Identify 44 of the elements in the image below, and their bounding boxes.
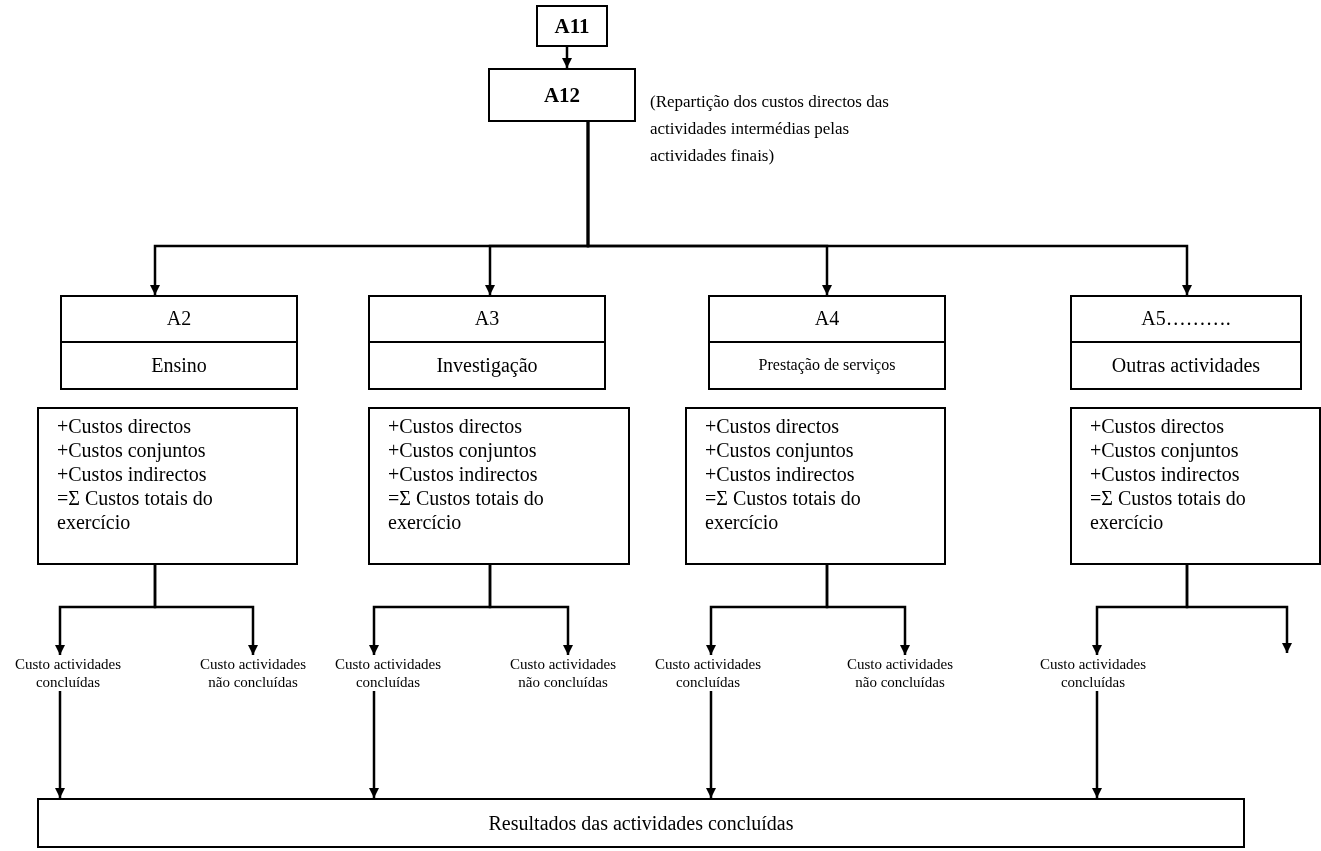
cost-label: Custo actividades não concluídas: [845, 655, 955, 691]
note-text: (Repartição dos custos directos das actividades intermédias pelas actividades finais): [650, 91, 890, 167]
cost-list: +Custos directos +Custos conjuntos +Custos indirectos =Σ Custos totais do exercício: [1072, 409, 1264, 534]
arrow: [153, 565, 258, 655]
activity-box: [708, 295, 946, 390]
node-heading: A5……….: [1072, 297, 1300, 343]
arrow: [55, 691, 65, 798]
cost-label: Custo actividades concluídas: [653, 655, 763, 691]
cost-list: +Custos directos +Custos conjuntos +Custos indirectos =Σ Custos totais do exercício: [39, 409, 231, 534]
node-heading: A2: [62, 297, 296, 343]
cost-label: Custo actividades concluídas: [13, 655, 123, 691]
node-heading: A12: [542, 81, 582, 109]
arrow: [706, 691, 716, 798]
process-box: [37, 798, 1245, 848]
arrow: [488, 565, 573, 655]
cost-list: +Custos directos +Custos conjuntos +Custos indirectos =Σ Custos totais do exercício: [687, 409, 879, 534]
arrow: [586, 122, 1192, 295]
node-label: Prestação de serviços: [757, 355, 897, 376]
node-label: Ensino: [150, 352, 208, 378]
node-label: Outras actividades: [1110, 352, 1262, 378]
arrow: [1185, 565, 1292, 653]
cost-box: [368, 407, 630, 565]
node-label: Investigação: [435, 352, 539, 379]
cost-box: [37, 407, 298, 565]
cost-label: Custo actividades concluídas: [333, 655, 443, 691]
cost-label: Custo actividades concluídas: [1038, 655, 1148, 691]
cost-label: Custo actividades não concluídas: [198, 655, 308, 691]
cost-label: Custo actividades não concluídas: [508, 655, 618, 691]
node-heading: A3: [370, 297, 604, 343]
node-heading: Resultados das actividades concluídas: [487, 810, 795, 836]
node-heading: A11: [553, 12, 591, 40]
process-box: [536, 5, 608, 47]
cost-box: [1070, 407, 1321, 565]
node-heading: A4: [710, 297, 944, 343]
activity-box: [1070, 295, 1302, 390]
process-box: [488, 68, 636, 122]
arrow: [369, 691, 379, 798]
arrow: [825, 565, 910, 655]
arrow: [562, 47, 572, 68]
cost-box: [685, 407, 946, 565]
arrow: [1092, 691, 1102, 798]
activity-box: [60, 295, 298, 390]
activity-box: [368, 295, 606, 390]
cost-list: +Custos directos +Custos conjuntos +Custos indirectos =Σ Custos totais do exercício: [370, 409, 562, 534]
